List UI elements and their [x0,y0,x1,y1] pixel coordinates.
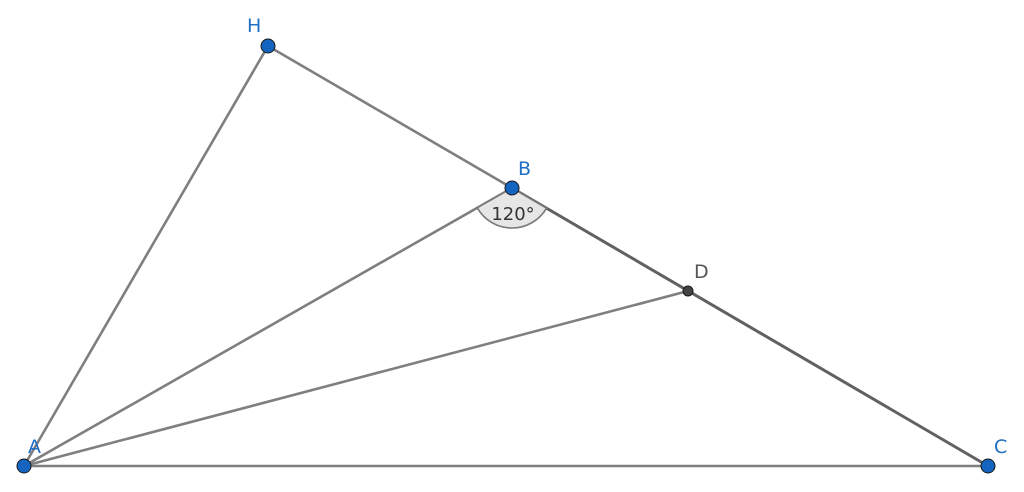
point-label-A: A [28,436,41,458]
point-label-D: D [694,261,709,283]
segments-layer [22,44,990,468]
segment-AH[interactable] [22,44,270,468]
point-D[interactable] [682,285,694,297]
point-label-C: C [994,436,1007,458]
point-label-B: B [518,158,531,180]
point-H[interactable] [260,38,276,54]
angle-label-B: 120° [491,204,534,225]
points-layer [16,38,996,474]
angle-arc-B [476,187,548,229]
point-B[interactable] [504,180,520,196]
segment-AD[interactable] [22,289,690,468]
point-C[interactable] [980,458,996,474]
segment-HB[interactable] [266,44,514,190]
labels-layer: H B D A C [28,15,1007,458]
angle-marker: 120° [476,187,548,229]
segment-AB[interactable] [22,186,514,468]
point-A[interactable] [16,458,32,474]
segment-BC[interactable] [510,186,990,468]
point-label-H: H [247,15,261,37]
